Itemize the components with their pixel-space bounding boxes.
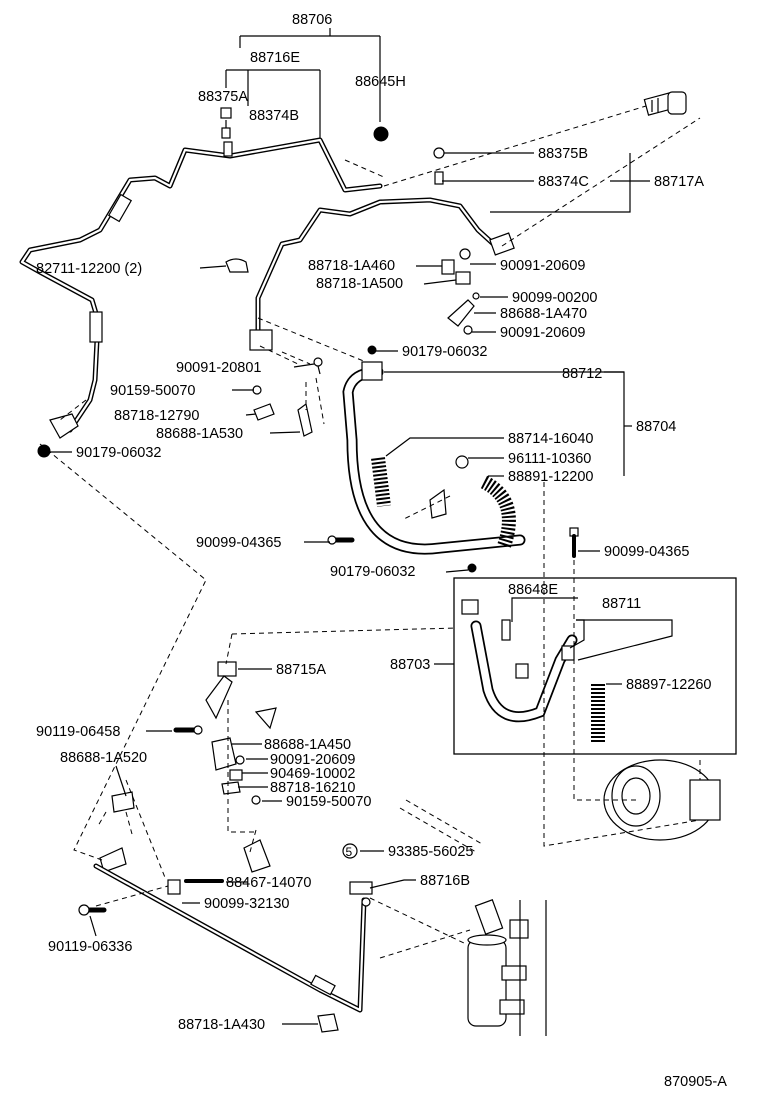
bracket-88715A xyxy=(205,661,237,720)
bolt-90099-04365-b xyxy=(569,527,579,558)
label-88688-1A530: 88688-1A530 xyxy=(156,426,243,442)
o-ring-88375A xyxy=(220,107,232,119)
label-88715A: 88715A xyxy=(276,662,326,678)
bracket-88688-1A470 xyxy=(447,292,480,335)
label-88703: 88703 xyxy=(390,657,430,673)
clamp-82711-12200 xyxy=(225,258,249,273)
clamp-88718-1A430 xyxy=(317,1013,339,1033)
parts-90091-90469-88718 xyxy=(221,755,261,805)
label-88718-16210: 88718-16210 xyxy=(270,780,355,796)
label-88374B: 88374B xyxy=(249,108,299,124)
label-90179-06032-a: 90179-06032 xyxy=(402,344,487,360)
nut-90179-06032-a xyxy=(367,345,377,355)
label-82711-12200: 82711-12200 (2) xyxy=(36,261,142,277)
diagram-code: 870905-A xyxy=(664,1074,727,1090)
label-88718-12790: 88718-12790 xyxy=(114,408,199,424)
compressor xyxy=(603,759,721,841)
hose-88891-12200 xyxy=(480,475,516,549)
cap-88645H xyxy=(373,126,389,142)
label-88704: 88704 xyxy=(636,419,676,435)
clip-96111-10360 xyxy=(455,455,469,469)
label-88374C: 88374C xyxy=(538,174,589,190)
group-box-88703 xyxy=(453,577,737,755)
label-90469-10002: 90469-10002 xyxy=(270,766,355,782)
bolt-90091-20609-a xyxy=(459,248,471,260)
label-90119-06458: 90119-06458 xyxy=(36,724,120,740)
bracket-88688-1A520 xyxy=(111,791,135,813)
label-88467-14070: 88467-14070 xyxy=(226,875,311,891)
label-90099-00200: 90099-00200 xyxy=(512,290,597,306)
group-bracket-88716E xyxy=(225,69,321,140)
o-ring-88374B xyxy=(221,120,231,139)
label-88375A: 88375A xyxy=(198,89,248,105)
label-88711: 88711 xyxy=(602,596,641,612)
label-90179-06032-b: 90179-06032 xyxy=(76,445,161,461)
label-90179-06032-c: 90179-06032 xyxy=(330,564,415,580)
label-90091-20609-a: 90091-20609 xyxy=(500,258,585,274)
label-90091-20801: 90091-20801 xyxy=(176,360,261,376)
nut-90179-06032-c xyxy=(467,563,477,573)
bracket-88704 xyxy=(429,488,447,519)
bolt-90159-50070-a xyxy=(252,385,262,395)
label-88718-1A500: 88718-1A500 xyxy=(316,276,403,292)
pipe-88717A xyxy=(249,197,515,351)
group-bracket-88706 xyxy=(239,28,381,122)
callout-circle-5 xyxy=(342,843,358,859)
pipe-88716E xyxy=(19,137,383,439)
label-88716B: 88716B xyxy=(420,873,470,889)
callout-number-5: 5 xyxy=(346,845,353,859)
label-88648E: 88648E xyxy=(508,582,558,598)
label-88714-16040: 88714-16040 xyxy=(508,431,593,447)
label-90119-06336: 90119-06336 xyxy=(48,939,132,955)
clamp-88718-1A500 xyxy=(455,271,471,285)
label-88645H: 88645H xyxy=(355,74,406,90)
label-90091-20609-b: 90091-20609 xyxy=(500,325,585,341)
label-88897-12260: 88897-12260 xyxy=(626,677,711,693)
clamp-88718-1A460 xyxy=(441,259,455,275)
pipe-88716B xyxy=(349,881,373,907)
label-88688-1A520: 88688-1A520 xyxy=(60,750,147,766)
label-88717A: 88717A xyxy=(654,174,704,190)
label-90091-20609-c: 90091-20609 xyxy=(270,752,355,768)
label-88688-1A450: 88688-1A450 xyxy=(264,737,351,753)
o-ring-88374C xyxy=(434,171,444,185)
clamp-88718-12790 xyxy=(253,403,275,421)
label-90099-04365-a: 90099-04365 xyxy=(196,535,281,551)
leader-lines xyxy=(50,152,673,1025)
part-labels: 88706 88716E 88375A 88374B 88645H 88375B… xyxy=(36,12,727,1090)
o-ring-88375B xyxy=(433,147,445,159)
bolt-90091-20801 xyxy=(313,357,323,375)
label-88712: 88712 xyxy=(562,366,602,382)
label-90099-32130: 90099-32130 xyxy=(204,896,289,912)
label-96111-10360: 96111-10360 xyxy=(508,451,591,467)
bracket-88688-1A530 xyxy=(297,402,313,437)
hose-88712 xyxy=(342,361,526,555)
nut-90179-06032-b xyxy=(37,444,51,458)
hose-88714-16040 xyxy=(371,457,391,507)
grommet-90099-32130 xyxy=(167,879,181,895)
label-90099-04365-b: 90099-04365 xyxy=(604,544,689,560)
receiver-dryer xyxy=(467,899,547,1036)
dashed-connections xyxy=(39,105,701,959)
label-93385-56025: 93385-56025 xyxy=(388,844,473,860)
label-88688-1A470: 88688-1A470 xyxy=(500,306,587,322)
label-88375B: 88375B xyxy=(538,146,588,162)
bolt-90119-06458 xyxy=(173,725,203,735)
label-88891-12200: 88891-12200 xyxy=(508,469,593,485)
bolt-90099-04365-a xyxy=(327,535,355,545)
label-88706: 88706 xyxy=(292,12,332,28)
pipe-lower-long xyxy=(93,863,367,1013)
label-88718-1A430: 88718-1A430 xyxy=(178,1017,265,1033)
label-88718-1A460: 88718-1A460 xyxy=(308,258,395,274)
bracket-88688-1A450 xyxy=(211,737,237,771)
bolt-90119-06336 xyxy=(78,904,107,916)
label-88716E: 88716E xyxy=(250,50,300,66)
label-90159-50070-b: 90159-50070 xyxy=(286,794,371,810)
bracket-lower-center xyxy=(243,707,277,873)
label-90159-50070-a: 90159-50070 xyxy=(110,383,195,399)
valve-fitting-top-right xyxy=(643,91,687,116)
